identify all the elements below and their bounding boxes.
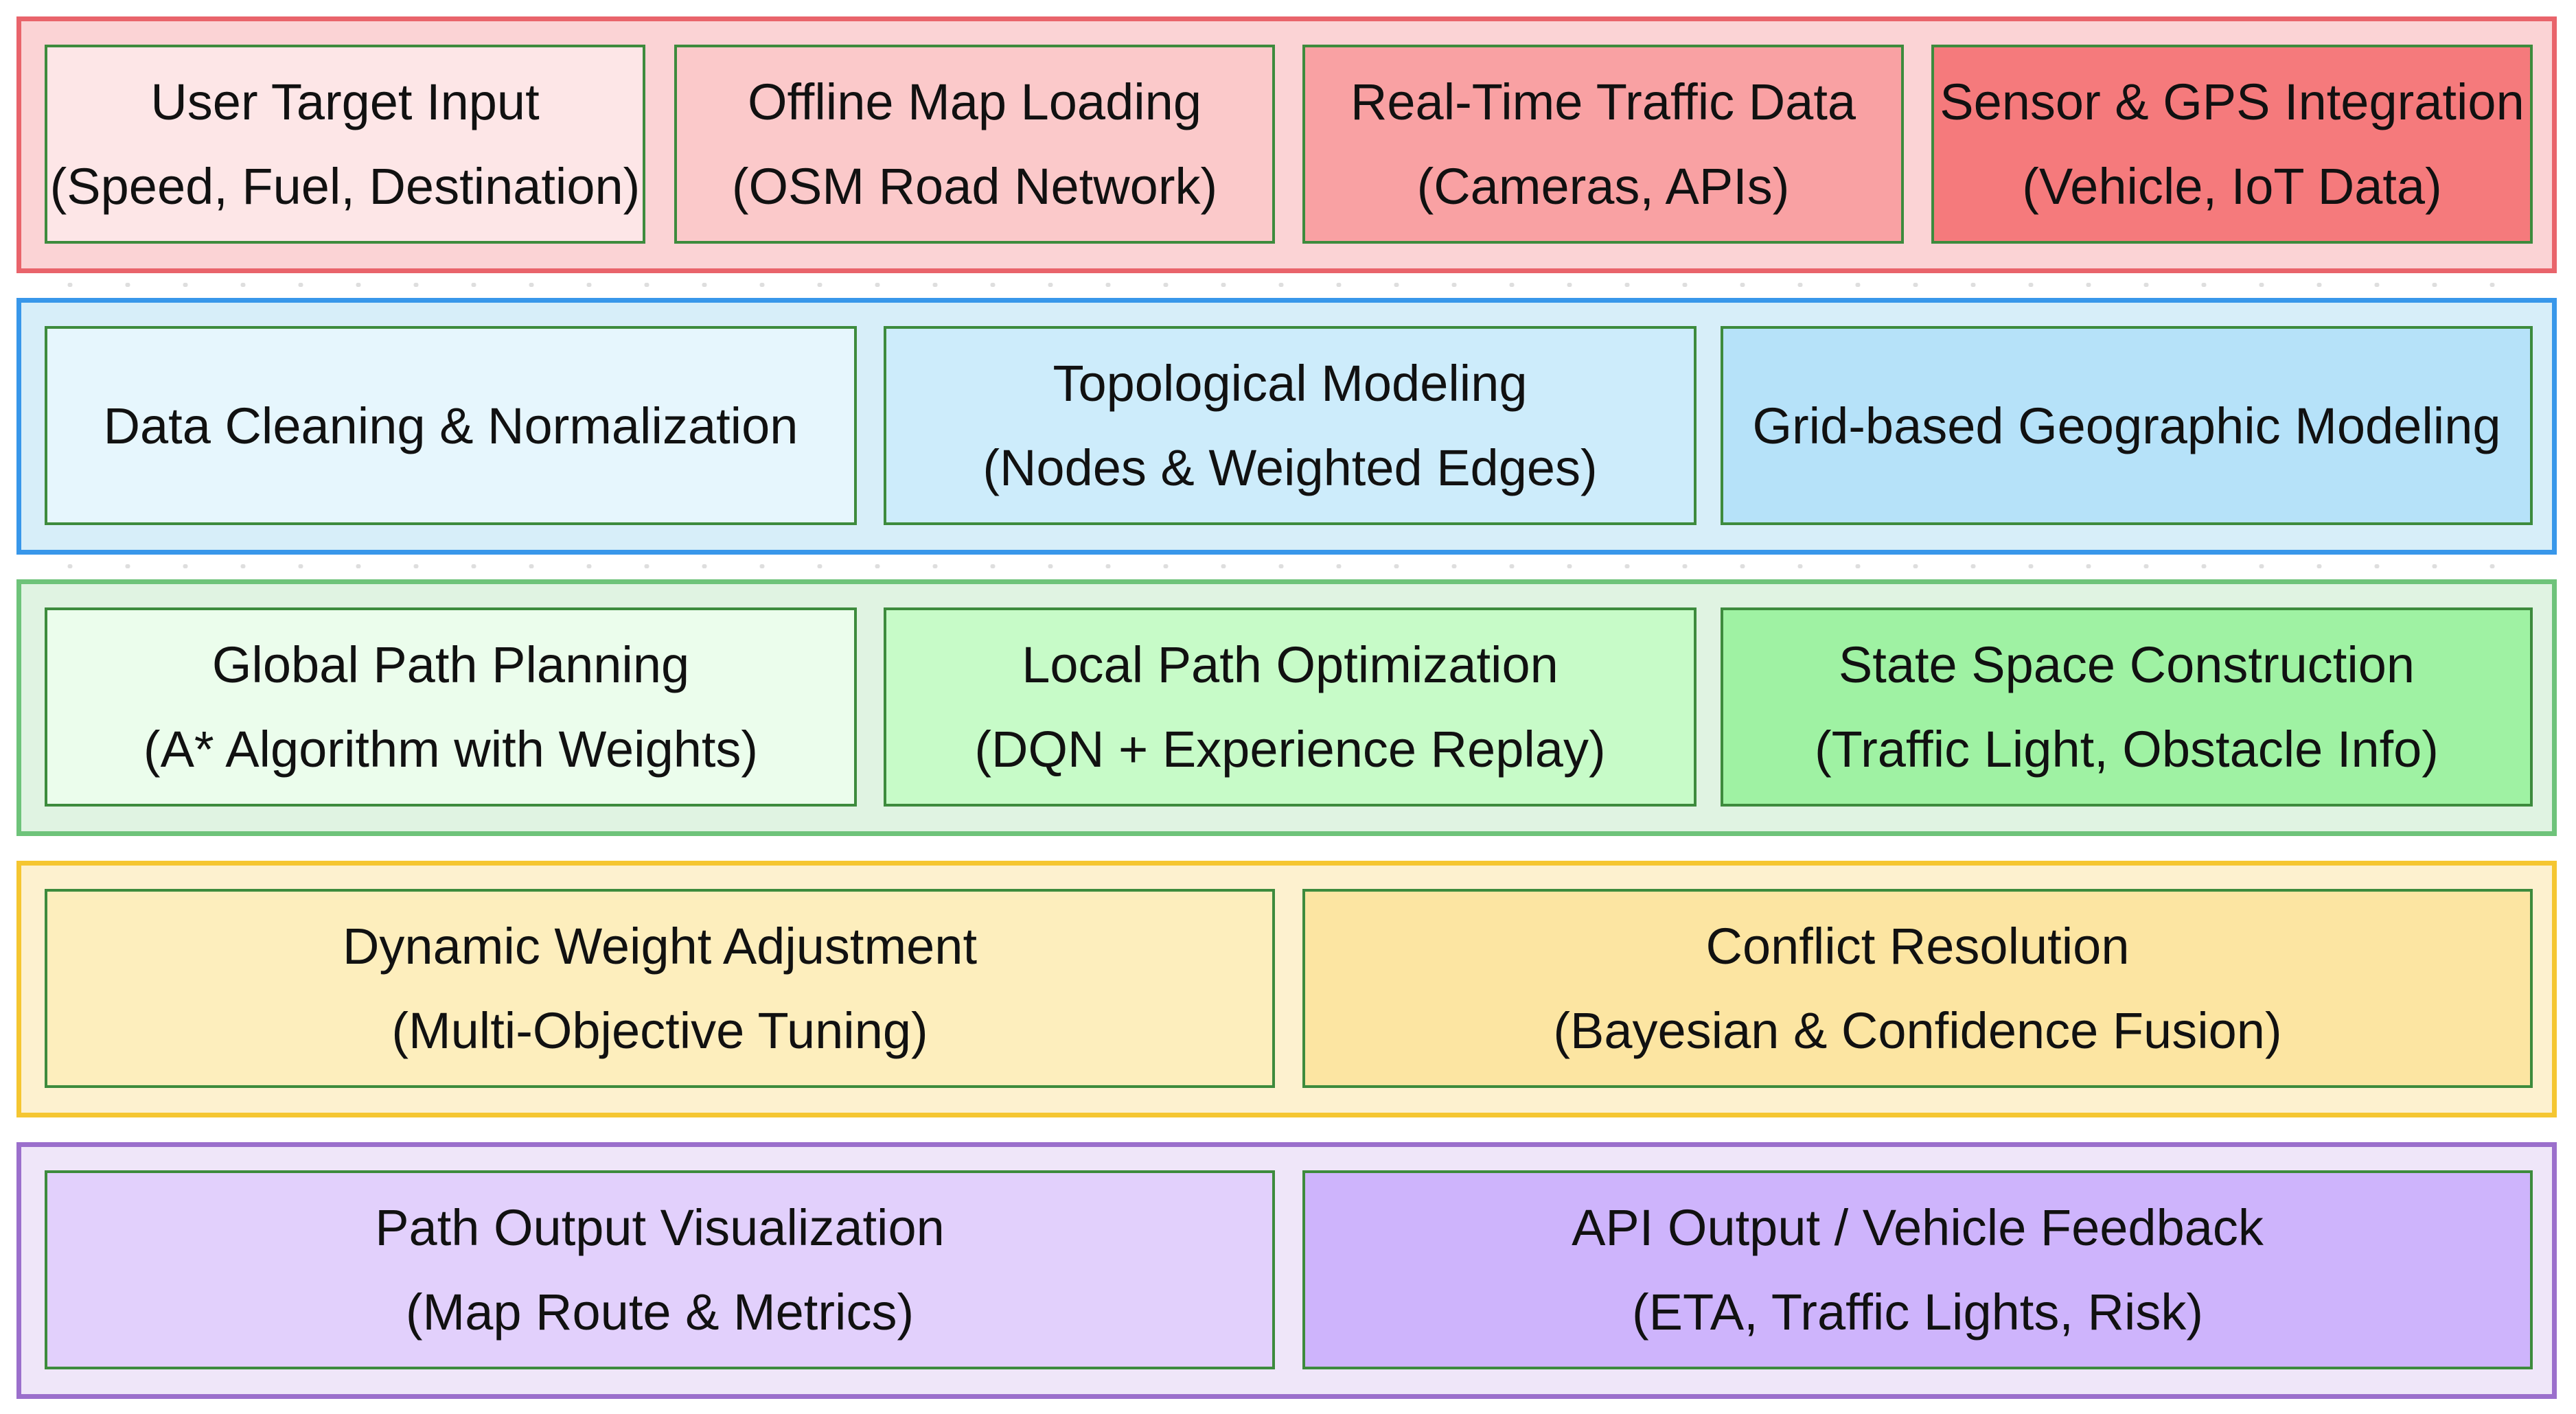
box-subtitle: (A* Algorithm with Weights) [143, 721, 759, 778]
modeling-layer: Data Cleaning & Normalization Topologica… [16, 298, 2557, 555]
input-layer: User Target Input (Speed, Fuel, Destinat… [16, 16, 2557, 273]
box-subtitle: (Bayesian & Confidence Fusion) [1553, 1002, 2282, 1059]
box-subtitle: (Speed, Fuel, Destination) [49, 158, 641, 215]
box-title: Real-Time Traffic Data [1350, 73, 1856, 130]
box-subtitle: (OSM Road Network) [731, 158, 1218, 215]
box-subtitle: (Map Route & Metrics) [405, 1284, 915, 1341]
box-title: Dynamic Weight Adjustment [342, 918, 978, 975]
box-subtitle: (Vehicle, IoT Data) [2022, 158, 2442, 215]
real-time-traffic-data-box: Real-Time Traffic Data (Cameras, APIs) [1302, 45, 1904, 244]
box-title: Local Path Optimization [1022, 636, 1559, 693]
conflict-resolution-box: Conflict Resolution (Bayesian & Confiden… [1302, 889, 2533, 1088]
box-title: Sensor & GPS Integration [1940, 73, 2525, 130]
decision-layer: Dynamic Weight Adjustment (Multi-Objecti… [16, 861, 2557, 1117]
box-title: State Space Construction [1838, 636, 2415, 693]
box-title: Topological Modeling [1053, 355, 1528, 412]
box-subtitle: (Traffic Light, Obstacle Info) [1815, 721, 2439, 778]
local-path-optimization-box: Local Path Optimization (DQN + Experienc… [884, 607, 1697, 807]
box-subtitle: (DQN + Experience Replay) [974, 721, 1606, 778]
box-title: Offline Map Loading [748, 73, 1201, 130]
offline-map-loading-box: Offline Map Loading (OSM Road Network) [674, 45, 1275, 244]
topological-modeling-box: Topological Modeling (Nodes & Weighted E… [884, 326, 1697, 525]
box-title: API Output / Vehicle Feedback [1572, 1199, 2264, 1256]
api-output-vehicle-feedback-box: API Output / Vehicle Feedback (ETA, Traf… [1302, 1170, 2533, 1369]
box-title: User Target Input [150, 73, 540, 130]
sensor-gps-integration-box: Sensor & GPS Integration (Vehicle, IoT D… [1931, 45, 2533, 244]
state-space-construction-box: State Space Construction (Traffic Light,… [1721, 607, 2533, 807]
path-output-visualization-box: Path Output Visualization (Map Route & M… [45, 1170, 1275, 1369]
global-path-planning-box: Global Path Planning (A* Algorithm with … [45, 607, 857, 807]
box-title: Data Cleaning & Normalization [103, 397, 798, 454]
layer-separator [41, 283, 2540, 287]
box-subtitle: (Multi-Objective Tuning) [391, 1002, 928, 1059]
box-subtitle: (ETA, Traffic Lights, Risk) [1632, 1284, 2203, 1341]
box-subtitle: (Cameras, APIs) [1416, 158, 1790, 215]
box-title: Conflict Resolution [1705, 918, 2130, 975]
dynamic-weight-adjustment-box: Dynamic Weight Adjustment (Multi-Objecti… [45, 889, 1275, 1088]
layer-separator [41, 564, 2540, 568]
box-title: Path Output Visualization [375, 1199, 945, 1256]
box-subtitle: (Nodes & Weighted Edges) [982, 439, 1598, 496]
user-target-input-box: User Target Input (Speed, Fuel, Destinat… [45, 45, 645, 244]
grid-geographic-modeling-box: Grid-based Geographic Modeling [1721, 326, 2533, 525]
output-layer: Path Output Visualization (Map Route & M… [16, 1142, 2557, 1399]
box-title: Grid-based Geographic Modeling [1752, 397, 2501, 454]
data-cleaning-box: Data Cleaning & Normalization [45, 326, 857, 525]
planning-layer: Global Path Planning (A* Algorithm with … [16, 579, 2557, 836]
box-title: Global Path Planning [211, 636, 690, 693]
